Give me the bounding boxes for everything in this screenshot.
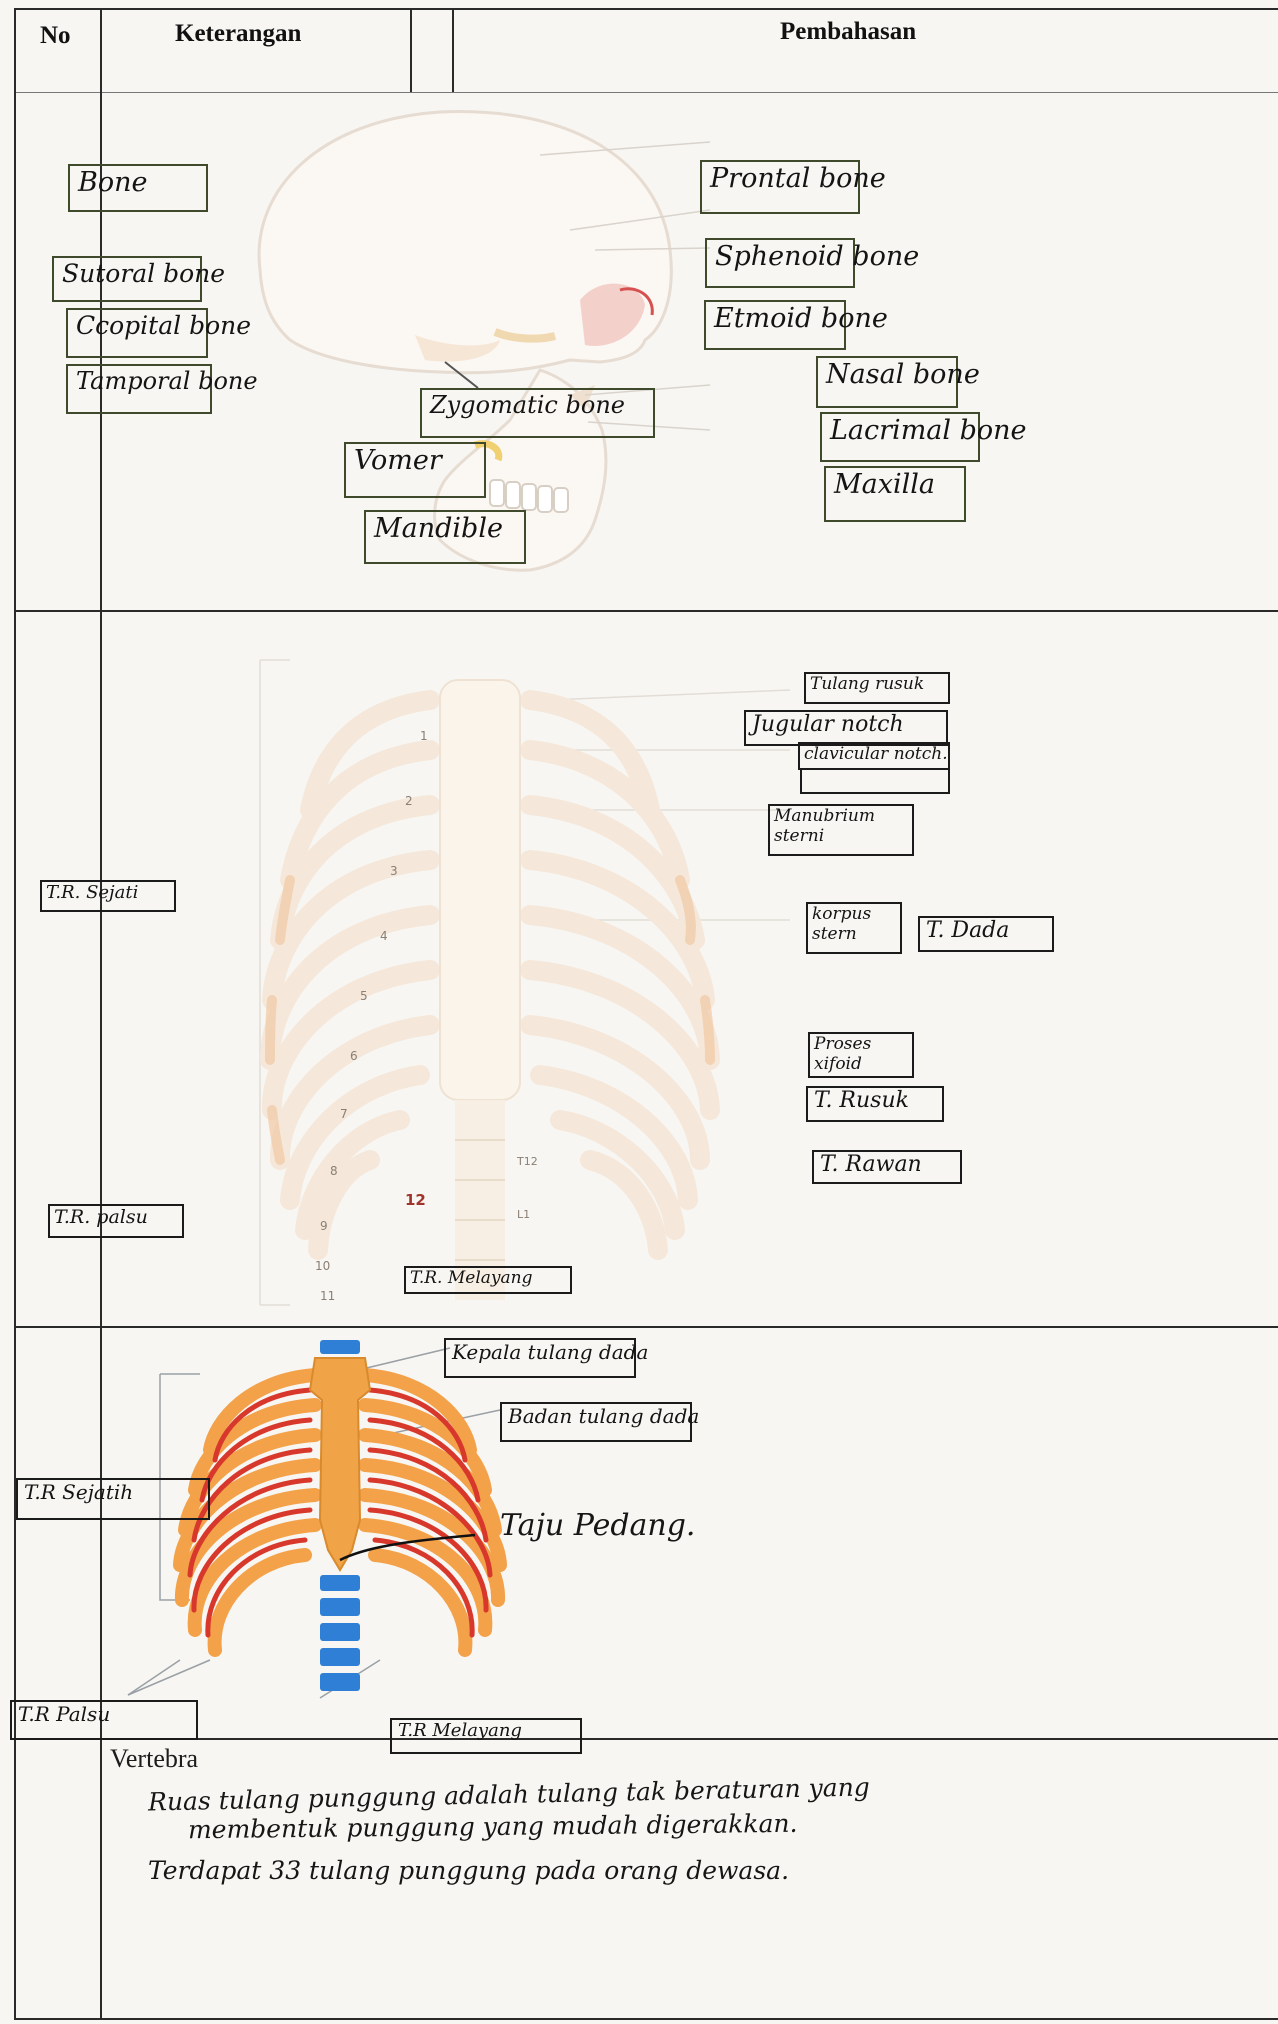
- rib-number-9: 9: [320, 1219, 328, 1233]
- vertebra-line-3: Terdapat 33 tulang punggung pada orang d…: [148, 1856, 789, 1885]
- skull-label-mandible: Mandible: [364, 510, 526, 564]
- skull-label-vomer: Vomer: [344, 442, 486, 498]
- rib-number-4: 4: [380, 929, 388, 943]
- ribcage-illustration: 1 2 3 4 5 6 7 8 9 10 11 12 T12 L1: [230, 640, 810, 1320]
- rib-number-12: 12: [405, 1191, 426, 1209]
- vertebra-title: Vertebra: [110, 1744, 198, 1774]
- rib-number-2: 2: [405, 794, 413, 808]
- ribcage-label-tr-sejati: T.R. Sejati: [40, 880, 176, 912]
- rib-number-3: 3: [390, 864, 398, 878]
- ribcage-label-clavicular-notch: clavicular notch.: [798, 742, 950, 770]
- skull-label-tamporal-bone: Tamporal bone: [66, 364, 212, 414]
- sternum-label-kepala-tulang-dada: Kepala tulang dada: [444, 1338, 636, 1378]
- table-top-border: [14, 8, 1278, 10]
- ribcage-label-t-rawan: T. Rawan: [812, 1150, 962, 1184]
- rib-number-6: 6: [350, 1049, 358, 1063]
- skull-label-ccopital-bone: Ccopital bone: [66, 308, 208, 358]
- rib-number-10: 10: [315, 1259, 330, 1273]
- skull-label-etmoid-bone: Etmoid bone: [704, 300, 846, 350]
- rib-number-5: 5: [360, 989, 368, 1003]
- skull-label-zygomatic-bone: Zygomatic bone: [420, 388, 655, 438]
- skull-label-lacrimal-bone: Lacrimal bone: [820, 412, 980, 462]
- ribcage-label-korpus-stern: korpus stern: [806, 902, 902, 954]
- skull-label-bone: Bone: [68, 164, 208, 212]
- row-divider-3: [14, 1738, 1278, 1740]
- sternum-label-tr-sejatih: T.R Sejatih: [16, 1478, 210, 1520]
- sternum-label-tr-melayang: T.R Melayang: [390, 1718, 582, 1754]
- ribcage-label-tulang-rusuk: Tulang rusuk: [804, 672, 950, 704]
- rib-number-7: 7: [340, 1107, 348, 1121]
- skull-label-sutoral-bone: Sutoral bone: [52, 256, 202, 302]
- sternum-label-tr-palsu: T.R Palsu: [10, 1700, 198, 1740]
- row-divider-2: [14, 1326, 1278, 1328]
- keterangan-col-divider-b: [452, 8, 454, 92]
- keterangan-col-divider-a: [410, 8, 412, 92]
- vertebra-line-2: membentuk punggung yang mudah digerakkan…: [188, 1809, 798, 1844]
- row-divider-1: [14, 610, 1278, 612]
- sternum-label-taju-pedang: Taju Pedang.: [500, 1508, 695, 1543]
- header-pembahasan: Pembahasan: [780, 18, 916, 46]
- skull-label-prontal-bone: Prontal bone: [700, 160, 860, 214]
- ribcage-label-jugular-notch: Jugular notch: [744, 710, 948, 746]
- sternum-label-badan-tulang-dada: Badan tulang dada: [500, 1402, 692, 1442]
- rib-number-11: 11: [320, 1289, 335, 1303]
- ribcage-label-manubrium: Manubrium sterni: [768, 804, 914, 856]
- header-no: No: [40, 22, 71, 50]
- header-keterangan: Keterangan: [175, 20, 301, 48]
- ribcage-label-blank: [800, 768, 950, 794]
- spine-label-t12: T12: [516, 1155, 538, 1168]
- ribcage-label-tr-palsu: T.R. palsu: [48, 1204, 184, 1238]
- skull-label-sphenoid-bone: Sphenoid bone: [705, 238, 855, 288]
- header-bottom-border: [14, 92, 1278, 93]
- spine-label-l1: L1: [517, 1208, 530, 1221]
- rib-number-1: 1: [420, 729, 428, 743]
- skull-label-maxilla: Maxilla: [824, 466, 966, 522]
- ribcage-label-proses-xifoid: Proses xifoid: [808, 1032, 914, 1078]
- ribcage-label-t-dada: T. Dada: [918, 916, 1054, 952]
- skull-label-nasal-bone: Nasal bone: [816, 356, 958, 408]
- ribcage-label-t-rusuk: T. Rusuk: [806, 1086, 944, 1122]
- table-bottom-border: [14, 2018, 1278, 2020]
- rib-number-8: 8: [330, 1164, 338, 1178]
- ribcage-label-tr-melayang: T.R. Melayang: [404, 1266, 572, 1294]
